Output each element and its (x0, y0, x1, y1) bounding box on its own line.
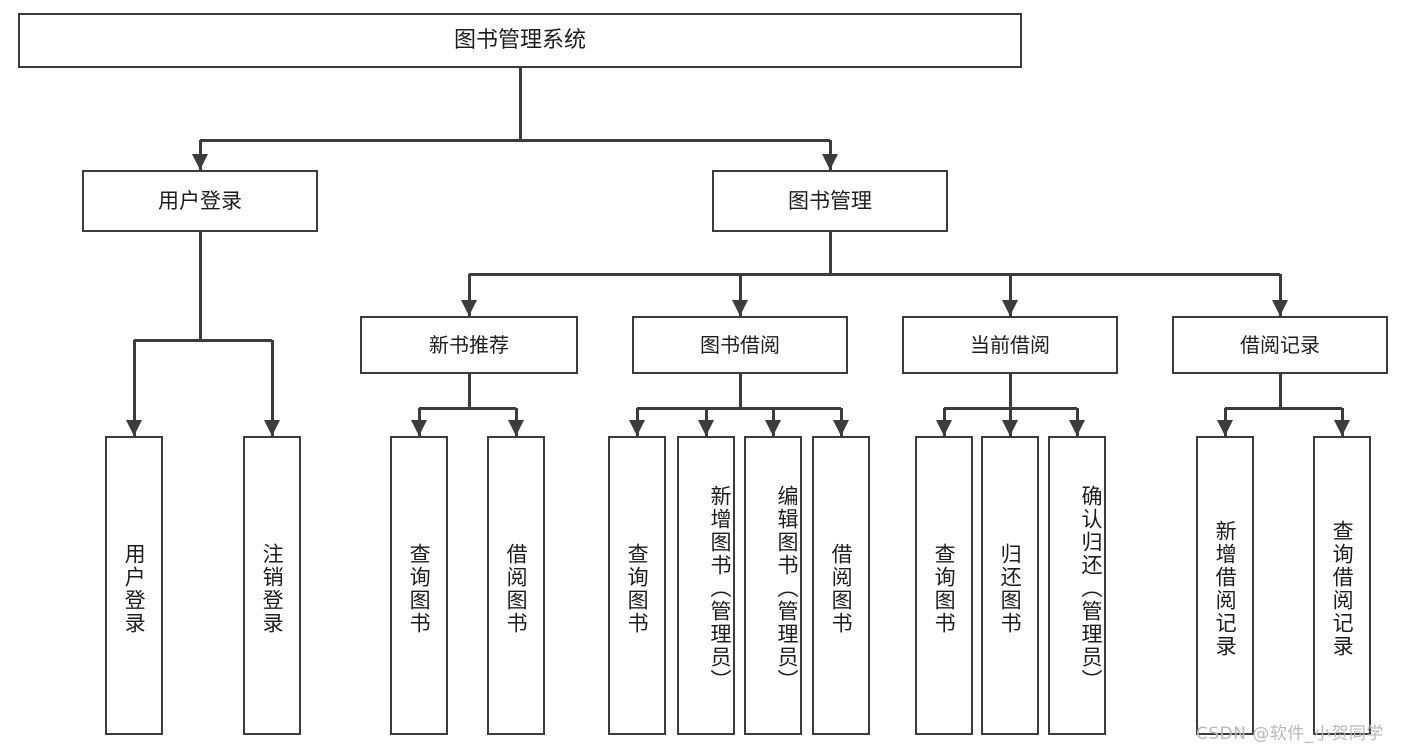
arrowhead-icon (461, 300, 477, 316)
arrowhead-icon (936, 420, 952, 436)
connector-group-bus (1225, 406, 1342, 410)
arrowhead-icon (698, 420, 714, 436)
leaf-logout-login[interactable]: 注销登录 (243, 436, 301, 735)
connector-drop (467, 274, 471, 316)
leaf-borrow-book-recommend[interactable]: 借阅图书 (487, 436, 545, 735)
connector-drop (1278, 274, 1282, 316)
node-book-borrow[interactable]: 图书借阅 (632, 316, 848, 374)
arrowhead-icon (732, 300, 748, 316)
arrowhead-icon (629, 420, 645, 436)
connector-drop (270, 340, 274, 436)
arrowhead-icon (822, 154, 838, 170)
connector-group-stem (738, 374, 742, 408)
connector-group-stem (1278, 374, 1282, 408)
leaf-query-borrow-record[interactable]: 查询借阅记录 (1313, 436, 1371, 735)
connector-userlogin-stem (198, 232, 202, 340)
arrowhead-icon (1002, 300, 1018, 316)
leaf-confirm-return-admin[interactable]: 确认归还（管理员） (1048, 436, 1106, 735)
leaf-return-book[interactable]: 归还图书 (981, 436, 1039, 735)
connector-userlogin-bus (134, 338, 272, 342)
leaf-user-login[interactable]: 用户登录 (105, 436, 163, 735)
arrowhead-icon (765, 420, 781, 436)
arrowhead-icon (833, 420, 849, 436)
node-user-login[interactable]: 用户登录 (82, 170, 318, 232)
arrowhead-icon (126, 420, 142, 436)
connector-bookmgmt-stem (828, 232, 832, 274)
connector-bookmgmt-bus (469, 272, 1280, 276)
connector-root-stem (518, 68, 522, 140)
arrowhead-icon (411, 420, 427, 436)
arrowhead-icon (1272, 300, 1288, 316)
leaf-add-book-admin[interactable]: 新增图书（管理员） (677, 436, 735, 735)
arrowhead-icon (264, 420, 280, 436)
connector-drop (738, 274, 742, 316)
arrowhead-icon (1069, 420, 1085, 436)
leaf-query-book-borrow[interactable]: 查询图书 (608, 436, 666, 735)
connector-group-stem (467, 374, 471, 408)
leaf-borrow-book[interactable]: 借阅图书 (812, 436, 870, 735)
arrowhead-icon (1334, 420, 1350, 436)
connector-drop (1008, 274, 1012, 316)
node-book-management[interactable]: 图书管理 (712, 170, 948, 232)
leaf-query-book-recommend[interactable]: 查询图书 (390, 436, 448, 735)
leaf-add-borrow-record[interactable]: 新增借阅记录 (1196, 436, 1254, 735)
connector-group-bus (637, 406, 841, 410)
connector-root-bus (200, 138, 830, 142)
leaf-query-book-current[interactable]: 查询图书 (915, 436, 973, 735)
arrowhead-icon (508, 420, 524, 436)
arrowhead-icon (192, 154, 208, 170)
arrowhead-icon (1002, 420, 1018, 436)
leaf-edit-book-admin[interactable]: 编辑图书（管理员） (744, 436, 802, 735)
connector-drop (132, 340, 136, 436)
node-borrow-record[interactable]: 借阅记录 (1172, 316, 1388, 374)
node-current-borrow[interactable]: 当前借阅 (902, 316, 1118, 374)
connector-group-bus (419, 406, 516, 410)
arrowhead-icon (1217, 420, 1233, 436)
connector-group-stem (1008, 374, 1012, 408)
node-new-book-recommend[interactable]: 新书推荐 (360, 316, 578, 374)
node-root-system[interactable]: 图书管理系统 (18, 13, 1022, 68)
